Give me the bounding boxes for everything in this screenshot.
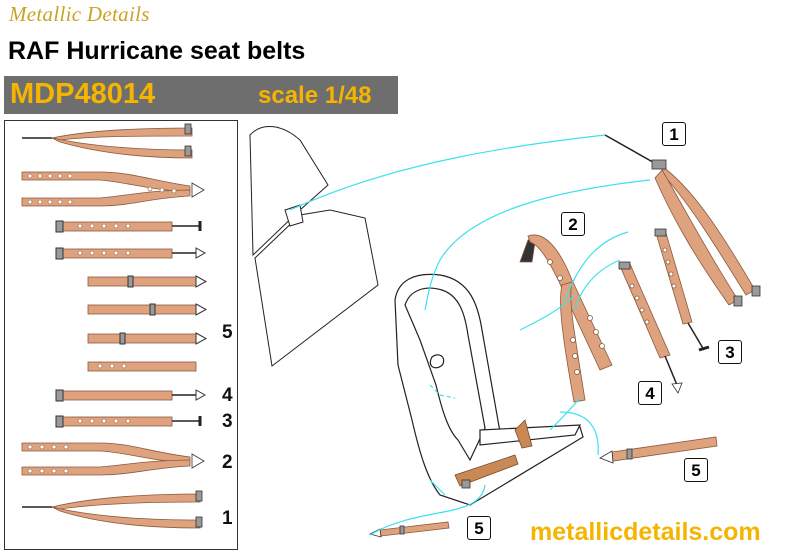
callout-5-bottom: 5 [467, 516, 491, 540]
scale-label: scale 1/48 [258, 82, 372, 109]
part-2-drawing [519, 234, 613, 403]
seat-back-panel [249, 126, 379, 367]
part-1-drawing [604, 134, 761, 307]
part-strap-row-3 [87, 275, 208, 288]
part-3-drawing [654, 228, 710, 352]
panel-label-3: 3 [222, 411, 233, 432]
code-bar [4, 76, 398, 114]
part-strap-row-4 [87, 303, 208, 316]
part-strap-row-6 [87, 361, 197, 372]
website-url: metallicdetails.com [530, 518, 761, 546]
page-title: RAF Hurricane seat belts [8, 37, 306, 65]
panel-label-2: 2 [222, 452, 233, 473]
part-strap-row-5 [87, 332, 208, 345]
parts-panel [4, 120, 238, 550]
part-5-right-drawing [599, 436, 718, 464]
part-4-drawing [618, 261, 683, 394]
part-1-shoulder-y [21, 171, 205, 207]
leader-lines [289, 134, 651, 536]
part-1-bottom-harness [22, 490, 203, 529]
seat-drawing [394, 273, 584, 506]
callout-3: 3 [718, 340, 742, 364]
callout-2: 2 [561, 212, 585, 236]
panel-label-5: 5 [222, 322, 233, 343]
callout-1: 1 [662, 122, 686, 146]
strap-holes [27, 173, 177, 474]
part-4-strap [55, 389, 207, 402]
brand-logo: Metallic Details [9, 2, 150, 26]
panel-label-1: 1 [222, 508, 233, 529]
part-5-bottom-drawing [368, 521, 450, 538]
seat-belt-drawing [454, 419, 533, 489]
panel-label-4: 4 [222, 385, 233, 406]
callout-5-right: 5 [684, 458, 708, 482]
product-code: MDP48014 [10, 78, 156, 110]
part-2-y-strap [21, 442, 205, 476]
part-1-top-harness [22, 123, 193, 159]
callout-4: 4 [638, 381, 662, 405]
